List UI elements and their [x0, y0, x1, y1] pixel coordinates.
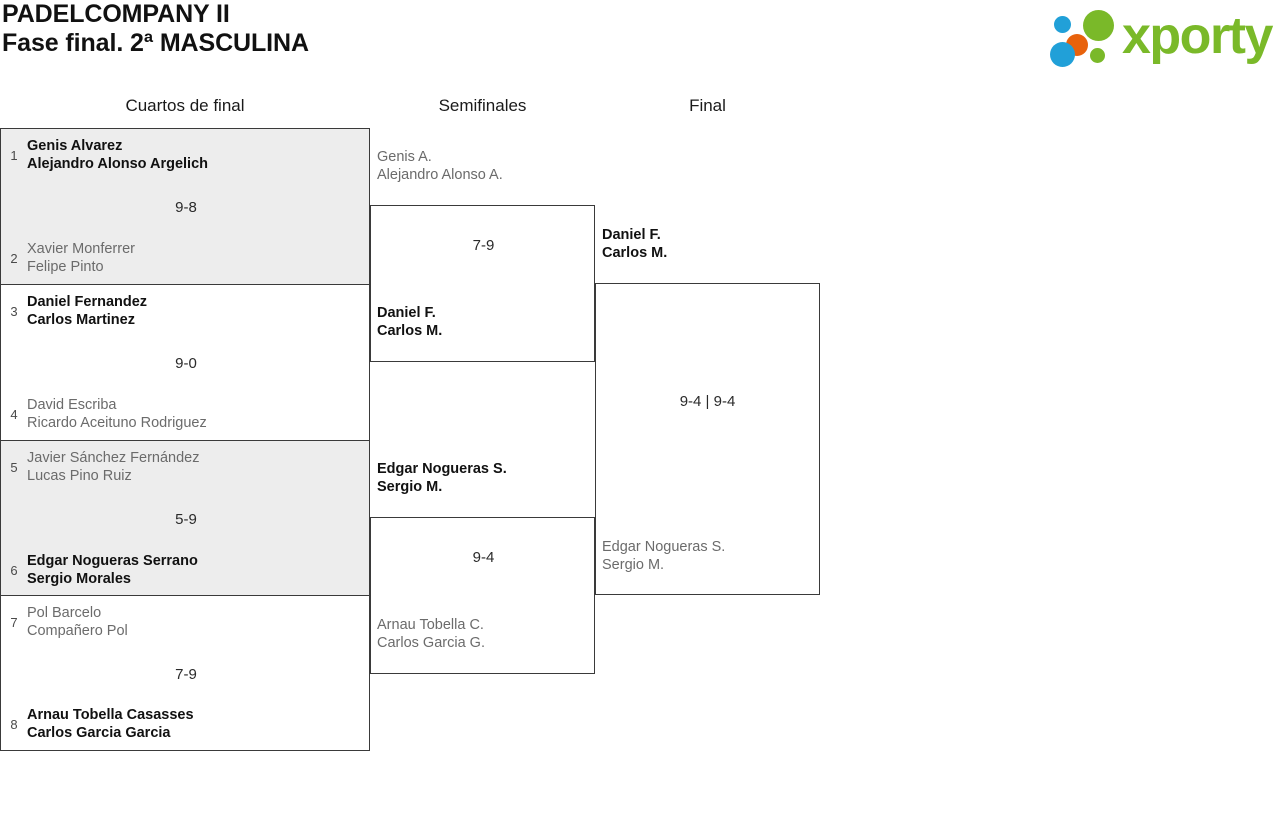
- quarterfinal-match-3[interactable]: 5 Javier Sánchez Fernández Lucas Pino Ru…: [0, 440, 370, 597]
- player-name: Daniel Fernandez: [27, 294, 148, 310]
- player-name: Daniel F.: [377, 305, 436, 321]
- player-name: Edgar Nogueras S.: [602, 539, 726, 555]
- tournament-title: PADELCOMPANY II: [2, 0, 230, 28]
- logo-wordmark: xporty: [1122, 7, 1273, 65]
- match-score: 7-9: [175, 666, 197, 683]
- semifinal-match-1[interactable]: 7-9: [370, 205, 595, 362]
- player-name: Felipe Pinto: [27, 259, 104, 275]
- seed-number: 3: [10, 303, 18, 319]
- seed-number: 4: [10, 406, 18, 422]
- logo-dot-green-small: [1090, 48, 1105, 63]
- table-row[interactable]: 8 Arnau Tobella Casasses Carlos Garcia G…: [1, 706, 371, 742]
- team-names: Daniel Fernandez Carlos Martinez: [27, 293, 147, 329]
- seed-number: 2: [10, 250, 18, 266]
- match-score: 9-8: [175, 199, 197, 216]
- player-name: Sergio M.: [602, 557, 665, 573]
- semifinal-2-bottom-team[interactable]: Arnau Tobella C. Carlos Garcia G.: [377, 616, 485, 652]
- table-row[interactable]: 1 Genis Alvarez Alejandro Alonso Argelic…: [1, 137, 371, 173]
- quarterfinal-match-2[interactable]: 3 Daniel Fernandez Carlos Martinez 9-0 4…: [0, 284, 370, 441]
- final-match[interactable]: [595, 283, 820, 595]
- semifinal-1-bottom-team[interactable]: Daniel F. Carlos M.: [377, 304, 442, 340]
- seed-number: 5: [10, 459, 18, 475]
- team-names: David Escriba Ricardo Aceituno Rodriguez: [27, 396, 207, 432]
- player-name: Genis A.: [377, 149, 432, 165]
- seed-number: 6: [10, 562, 18, 578]
- player-name: Edgar Nogueras S.: [377, 461, 507, 477]
- seed-number: 8: [10, 716, 18, 732]
- logo-dot-green-large: [1083, 10, 1114, 41]
- player-name: Sergio M.: [377, 479, 443, 495]
- semifinal-match-2[interactable]: 9-4: [370, 517, 595, 674]
- seed-number: 7: [10, 614, 18, 630]
- player-name: Carlos M.: [377, 323, 443, 339]
- player-name: Javier Sánchez Fernández: [27, 450, 200, 466]
- logo-dot-blue-small: [1054, 16, 1071, 33]
- table-row[interactable]: 7 Pol Barcelo Compañero Pol: [1, 604, 371, 640]
- player-name: Lucas Pino Ruiz: [27, 468, 132, 484]
- player-name: Alejandro Alonso Argelich: [27, 156, 209, 172]
- match-score: 9-4: [472, 549, 495, 566]
- logo-dots-icon: [1050, 10, 1126, 67]
- table-row[interactable]: 5 Javier Sánchez Fernández Lucas Pino Ru…: [1, 449, 371, 485]
- match-score: 9-0: [175, 355, 197, 372]
- final-score: 9-4 | 9-4: [679, 393, 736, 410]
- team-names: Javier Sánchez Fernández Lucas Pino Ruiz: [27, 449, 200, 485]
- tournament-subtitle: Fase final. 2ª MASCULINA: [2, 29, 309, 57]
- round-header-semifinals: Semifinales: [438, 96, 527, 115]
- player-name: Carlos Martinez: [27, 312, 135, 328]
- logo-dot-blue-large: [1050, 42, 1075, 67]
- final-top-team[interactable]: Daniel F. Carlos M.: [602, 226, 667, 262]
- title-block: PADELCOMPANY II Fase final. 2ª MASCULINA: [0, 0, 309, 58]
- round-header-quarterfinals: Cuartos de final: [125, 96, 245, 115]
- team-names: Arnau Tobella Casasses Carlos Garcia Gar…: [27, 706, 194, 742]
- semifinal-1-top-team[interactable]: Genis A. Alejandro Alonso A.: [377, 148, 503, 184]
- table-row[interactable]: 3 Daniel Fernandez Carlos Martinez: [1, 293, 371, 329]
- quarterfinal-match-1[interactable]: 1 Genis Alvarez Alejandro Alonso Argelic…: [0, 128, 370, 285]
- semifinal-2-top-team[interactable]: Edgar Nogueras S. Sergio M.: [377, 460, 507, 496]
- page-header: PADELCOMPANY II Fase final. 2ª MASCULINA…: [0, 0, 1280, 88]
- final-bottom-team[interactable]: Edgar Nogueras S. Sergio M.: [602, 538, 725, 574]
- player-name: Xavier Monferrer: [27, 241, 135, 257]
- player-name: Ricardo Aceituno Rodriguez: [27, 415, 207, 431]
- xporty-logo[interactable]: xporty: [1044, 6, 1273, 68]
- player-name: Carlos Garcia Garcia: [27, 725, 171, 741]
- seed-number: 1: [10, 147, 18, 163]
- team-names: Genis Alvarez Alejandro Alonso Argelich: [27, 137, 208, 173]
- player-name: David Escriba: [27, 397, 117, 413]
- quarterfinal-match-4[interactable]: 7 Pol Barcelo Compañero Pol 7-9 8 Arnau …: [0, 595, 370, 751]
- team-names: Xavier Monferrer Felipe Pinto: [27, 240, 135, 276]
- table-row[interactable]: 6 Edgar Nogueras Serrano Sergio Morales: [1, 552, 371, 588]
- player-name: Genis Alvarez: [27, 138, 123, 154]
- table-row[interactable]: 4 David Escriba Ricardo Aceituno Rodrigu…: [1, 396, 371, 432]
- player-name: Carlos M.: [602, 245, 668, 261]
- team-names: Pol Barcelo Compañero Pol: [27, 604, 128, 640]
- player-name: Arnau Tobella Casasses: [27, 707, 194, 723]
- team-names: Edgar Nogueras Serrano Sergio Morales: [27, 552, 198, 588]
- match-score: 7-9: [472, 237, 495, 254]
- player-name: Sergio Morales: [27, 571, 131, 587]
- player-name: Carlos Garcia G.: [377, 635, 485, 651]
- table-row[interactable]: 2 Xavier Monferrer Felipe Pinto: [1, 240, 371, 276]
- player-name: Arnau Tobella C.: [377, 617, 484, 633]
- round-header-final: Final: [689, 96, 726, 115]
- player-name: Pol Barcelo: [27, 605, 102, 621]
- player-name: Alejandro Alonso A.: [377, 167, 503, 183]
- player-name: Edgar Nogueras Serrano: [27, 553, 198, 569]
- match-score: 5-9: [175, 511, 197, 528]
- player-name: Compañero Pol: [27, 623, 128, 639]
- player-name: Daniel F.: [602, 227, 661, 243]
